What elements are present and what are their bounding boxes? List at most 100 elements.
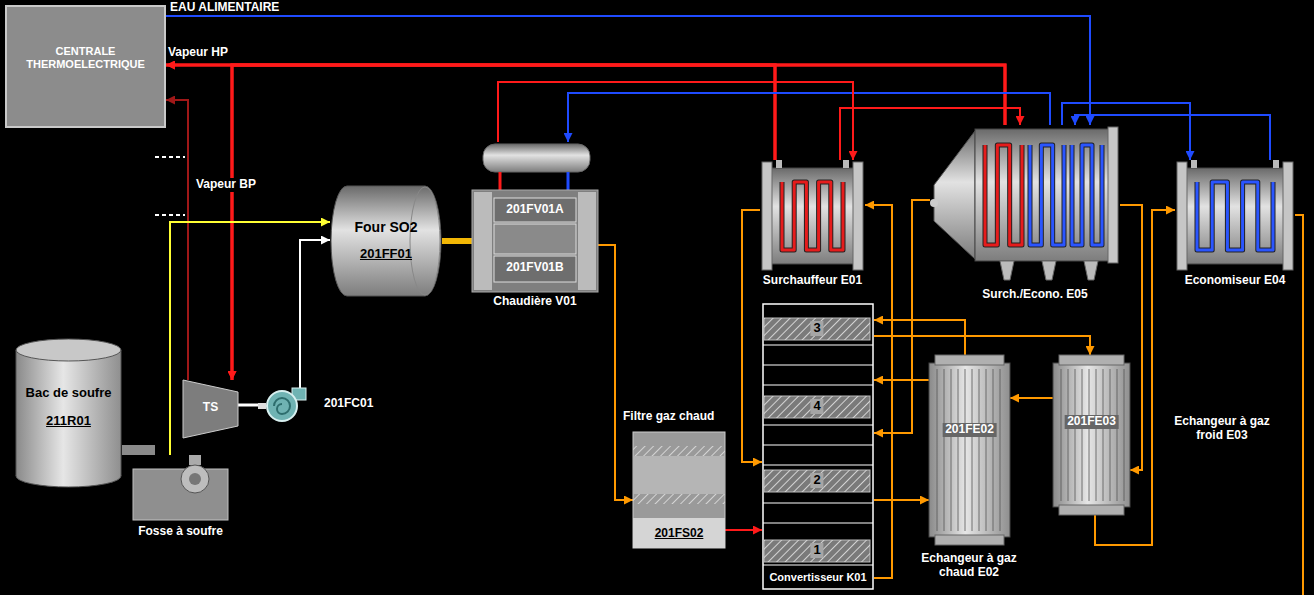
hopper-leg: [1000, 261, 1014, 280]
sulfur-pit-outline: [133, 455, 228, 520]
economiser-outline: [1175, 160, 1295, 272]
tank-shell: [16, 350, 121, 476]
flow-line: [1095, 210, 1175, 545]
boiler: 201FV01A201FV01BChaudière V01: [472, 142, 598, 292]
tank-top: [16, 339, 121, 361]
filter-base: [633, 518, 725, 548]
fan-outlet: [292, 388, 306, 400]
flow-line: [1062, 103, 1190, 160]
air-blower: 201FC01: [258, 388, 318, 422]
coil: [1197, 182, 1273, 250]
steam-drum: [483, 144, 590, 172]
furnace-outline: [330, 185, 442, 297]
flow-line: [874, 499, 929, 501]
tank-side: [16, 350, 17, 476]
exchanger-body: [975, 129, 1110, 261]
column-tray: [763, 365, 873, 366]
flow-line: [874, 200, 930, 433]
nozzle: [843, 160, 849, 168]
flow-line: [300, 240, 330, 388]
hot-gas-filter: Filtre gaz chaud201FS02: [633, 432, 725, 548]
steam-turbine: TS: [183, 380, 238, 438]
exchanger-body: [1185, 168, 1285, 264]
boiler-body: [472, 190, 598, 292]
coil-outline: [1072, 145, 1102, 245]
exchanger-tube: [1075, 369, 1076, 501]
sulfur-tank-outline: [15, 338, 122, 488]
boiler-side: [578, 192, 596, 290]
equipment-name: Echangeur à gaz chaud E02: [910, 552, 1028, 580]
equipment-tag: 201FC01: [324, 397, 373, 411]
boiler-section: [494, 224, 576, 254]
hot-gas-filter-outline: [633, 432, 725, 548]
column-tray: [763, 565, 873, 566]
column-tray: [763, 385, 873, 386]
column-tray: [763, 523, 873, 524]
equipment-tag: 201FF01: [357, 247, 415, 262]
bed-hatch: [764, 318, 870, 340]
equipment-name: Echangeur à gaz froid E03: [1163, 415, 1281, 443]
bed-body: [764, 470, 870, 492]
catalyst-bed: 2: [764, 470, 870, 492]
flow-line: [498, 82, 853, 160]
bed-hatch: [764, 470, 870, 492]
catalyst-bed: 4: [764, 396, 870, 418]
coil: [782, 182, 843, 250]
equipment-name: Four SO2: [351, 219, 420, 235]
filter-bed: [633, 446, 725, 456]
converter-column: Convertisseur K01 3 4 2 1: [762, 303, 874, 590]
cold-gas-exchanger-outline: [1053, 355, 1130, 515]
flow-line: [568, 93, 1050, 142]
coil-outline: [1030, 145, 1064, 245]
equipment-name: Convertisseur K01: [766, 571, 869, 584]
flow-line: [122, 450, 150, 455]
catalyst-bed-outline: [764, 318, 870, 340]
exchanger-tube: [993, 369, 994, 531]
superheater-economiser: Surch./Econo. E05: [930, 125, 1120, 282]
flow-line: [232, 65, 1005, 380]
pump-casing: [181, 465, 209, 493]
column-tray: [763, 445, 873, 446]
exchanger-header: [935, 535, 1004, 545]
equipment-name: Chaudière V01: [490, 295, 579, 309]
boiler-section: [494, 256, 576, 282]
exchanger-header: [1059, 505, 1124, 515]
flow-line: [598, 245, 633, 500]
hopper-leg: [1042, 261, 1056, 280]
exchanger-tube: [1000, 369, 1001, 531]
exchanger-tube: [1096, 369, 1097, 501]
superheater-outline: [760, 160, 865, 272]
equipment-name: Surch./Econo. E05: [979, 288, 1090, 302]
gas-outlet-line: [1295, 215, 1303, 595]
exchanger-tube: [1117, 369, 1118, 501]
exchanger-shell: [1053, 363, 1130, 507]
equipment-tag: 201FV01A: [503, 203, 566, 217]
dash-mark: [155, 214, 185, 216]
dash-marks: [155, 157, 185, 215]
boiler-outline: [472, 142, 598, 292]
cold-gas-exchanger: 201FE03Echangeur à gaz froid E03: [1053, 355, 1130, 515]
equipment-name: Economiseur E04: [1182, 274, 1289, 288]
exchanger-tube: [1061, 369, 1062, 501]
exchanger-tube: [1068, 369, 1069, 501]
boiler-side: [474, 192, 492, 290]
flow-line: [442, 238, 472, 244]
furnace-shell: [331, 186, 441, 296]
exchanger-flange: [1177, 162, 1187, 270]
catalyst-bed: 1: [764, 540, 870, 562]
tank-side: [121, 350, 122, 476]
flow-line: [238, 404, 258, 407]
exchanger-flange: [853, 162, 863, 270]
exchanger-tube: [972, 369, 973, 531]
flow-line: [170, 222, 330, 455]
turbine-shape: [183, 380, 238, 438]
exchanger-tube: [1089, 369, 1090, 501]
plant-name: CENTRALE THERMOELECTRIQUE: [5, 45, 166, 70]
bed-number: 3: [810, 321, 823, 336]
column-tray: [763, 503, 873, 504]
downcomer-tube: [567, 172, 570, 190]
exchanger-tube: [1082, 369, 1083, 501]
column-tray: [763, 345, 873, 346]
sulfur-pit: Fosse à soufre: [133, 455, 228, 520]
